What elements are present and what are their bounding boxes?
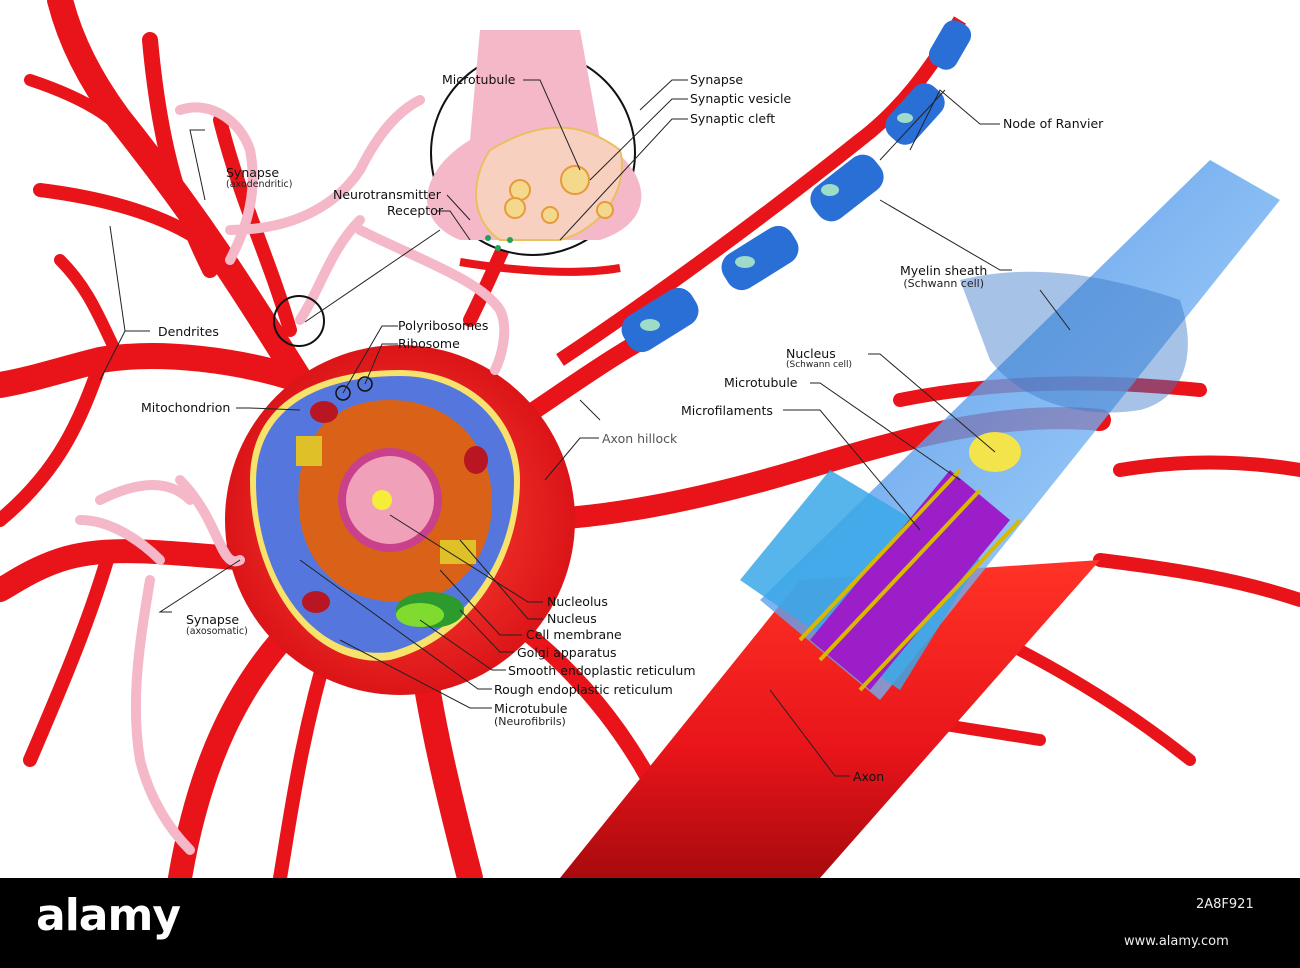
label-synaptic-vesicle: Synaptic vesicle [690, 91, 792, 106]
synapse-fibers [75, 95, 510, 855]
label-node-of-ranvier: Node of Ranvier [1003, 116, 1104, 131]
label-receptor: Receptor [387, 203, 443, 218]
myelin-segments [621, 20, 972, 353]
label-axon-hillock: Axon hillock [602, 431, 678, 446]
label-nucleolus: Nucleolus [547, 594, 608, 609]
label-myelin-sheath: Myelin sheath (Schwann cell) [900, 264, 987, 290]
label-synapse-axosomatic: Synapse (axosomatic) [186, 613, 248, 637]
label-axon: Axon [853, 769, 885, 784]
footer-url: www.alamy.com [1124, 934, 1229, 949]
cell-interior [250, 370, 520, 661]
label-dendrites: Dendrites [158, 324, 219, 339]
axon-thin [556, 16, 967, 366]
label-mitochondrion: Mitochondrion [141, 400, 231, 415]
label-microfilaments: Microfilaments [681, 403, 773, 418]
axon-cutaway [560, 160, 1280, 878]
alamy-logo: alamy [36, 890, 181, 941]
label-microtubule-axon: Microtubule [724, 375, 798, 390]
watermark-footer [0, 878, 1300, 968]
label-axosomatic-sub: (axosomatic) [186, 625, 248, 637]
label-nucleus-schwann-sub: (Schwann cell) [786, 359, 853, 370]
label-smooth-er: Smooth endoplastic reticulum [508, 663, 696, 678]
label-neurotransmitter: Neurotransmitter [333, 187, 441, 202]
label-myelin-sub: (Schwann cell) [903, 276, 985, 290]
label-nucleus-schwann: Nucleus (Schwann cell) [786, 347, 852, 371]
label-synapse-axosomatic-title: Synapse [186, 612, 240, 627]
image-id: 2A8F921 [1196, 897, 1254, 912]
leader-lines [99, 79, 1071, 777]
label-myelin-sheath-title: Myelin sheath [900, 263, 988, 278]
label-synaptic-cleft: Synaptic cleft [690, 111, 776, 126]
label-cell-membrane: Cell membrane [526, 627, 622, 642]
label-microtubule-synapse: Microtubule [442, 72, 516, 87]
label-synapse: Synapse [690, 72, 744, 87]
label-microtubule-neurofibrils-title: Microtubule [494, 701, 568, 716]
label-polyribosomes: Polyribosomes [398, 318, 489, 333]
label-golgi-apparatus: Golgi apparatus [517, 645, 617, 660]
neuron-illustration [0, 0, 1300, 878]
label-microtubule-neurofibrils: Microtubule (Neurofibrils) [494, 702, 568, 728]
label-rough-er: Rough endoplastic reticulum [494, 682, 673, 697]
label-nucleus-schwann-title: Nucleus [786, 346, 836, 361]
label-ribosome: Ribosome [398, 336, 460, 351]
synapse-inset [427, 30, 642, 276]
label-neurofibrils-sub: (Neurofibrils) [494, 714, 566, 728]
synapse-magnifier-marker [273, 295, 325, 347]
label-axodendritic-sub: (axodendritic) [226, 178, 293, 190]
label-synapse-axodendritic-title: Synapse [226, 165, 280, 180]
label-nucleus: Nucleus [547, 611, 597, 626]
label-synapse-axodendritic: Synapse (axodendritic) [226, 166, 292, 190]
